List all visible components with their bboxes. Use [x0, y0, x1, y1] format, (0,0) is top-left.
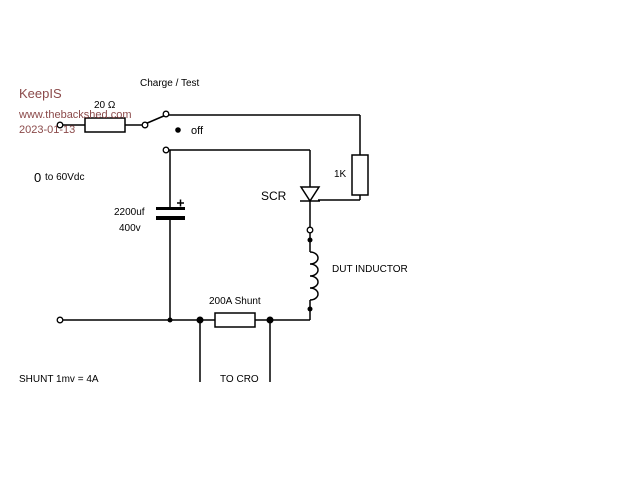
switch-off-dot: [175, 127, 181, 133]
capacitor-plate-bottom: [156, 216, 185, 220]
terminal-switch-test: [162, 146, 170, 154]
terminal-inductor-top: [306, 226, 314, 234]
junction-inductor-bottom: [307, 306, 313, 312]
label-off: off: [191, 125, 204, 137]
label-resistor-20: 20 Ω: [94, 100, 116, 111]
label-shunt: 200A Shunt: [209, 296, 261, 307]
label-shunt-note: SHUNT 1mv = 4A: [19, 374, 99, 385]
label-cap-voltage: 400v: [119, 223, 141, 234]
terminal-switch-common: [141, 121, 149, 129]
watermark-date: 2023-01-13: [19, 124, 76, 136]
shunt-resistor: [214, 312, 256, 328]
scr-triangle: [299, 186, 321, 203]
label-scr: SCR: [261, 189, 287, 203]
junction-shunt-left: [196, 316, 204, 324]
junction-inductor-top: [307, 237, 313, 243]
switch-arm: [144, 114, 167, 125]
label-supply-prefix: 0: [34, 170, 42, 185]
terminal-input: [56, 121, 64, 129]
terminal-switch-charge: [162, 110, 170, 118]
watermark-site: www.thebackshed.com: [19, 109, 132, 121]
label-cap-value: 2200uf: [114, 207, 145, 218]
junction-shunt-right: [266, 316, 274, 324]
label-resistor-1k: 1K: [334, 169, 347, 180]
label-supply: to 60Vdc: [45, 172, 85, 183]
inductor-coil: [309, 251, 319, 301]
junction-cap-bottom: [167, 317, 173, 323]
capacitor-plate-top: [156, 207, 185, 210]
watermark-name: KeepIS: [19, 86, 62, 101]
label-inductor: DUT INDUCTOR: [332, 264, 408, 275]
label-cro: TO CRO: [220, 374, 259, 385]
terminal-ground: [56, 316, 64, 324]
label-switch: Charge / Test: [140, 78, 200, 89]
resistor-1k: [351, 154, 369, 196]
